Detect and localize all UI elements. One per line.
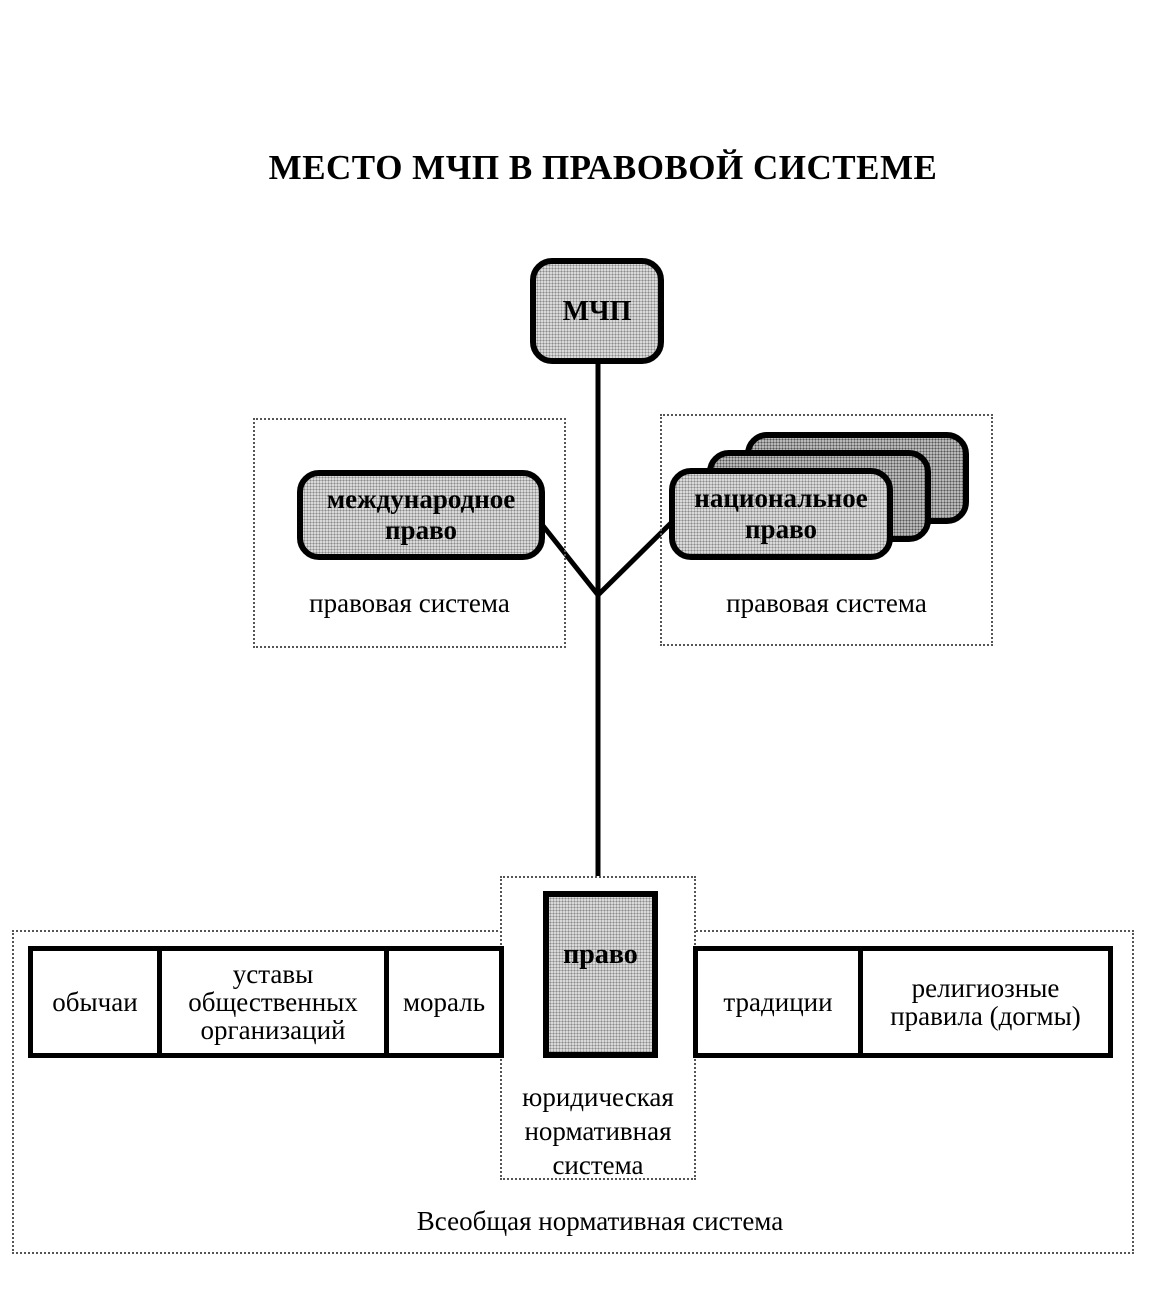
legal-system-left-frame bbox=[253, 418, 566, 648]
legal-system-left-caption: правовая система bbox=[309, 588, 510, 618]
norm-religious-rules: религиозные правила (догмы) bbox=[858, 951, 1108, 1053]
national-law-label: национальное право bbox=[694, 483, 868, 544]
international-law-label: международное право bbox=[326, 484, 516, 545]
pravo-node: право bbox=[543, 891, 658, 1058]
national-law-node: национальное право bbox=[669, 468, 893, 560]
legal-system-right-frame bbox=[660, 414, 993, 646]
legal-system-right-caption: правовая система bbox=[726, 588, 927, 618]
page-title: МЕСТО МЧП В ПРАВОВОЙ СИСТЕМЕ bbox=[268, 148, 938, 187]
left-norms-row: обычаи уставы общественных организаций м… bbox=[28, 946, 504, 1058]
pravo-label: право bbox=[563, 939, 638, 970]
juridical-normative-system-caption: юридическая нормативная система bbox=[522, 1082, 674, 1180]
international-law-node: международное право bbox=[297, 470, 545, 560]
norm-public-org-charters: уставы общественных организаций bbox=[157, 951, 384, 1053]
norm-morality: мораль bbox=[384, 951, 499, 1053]
norm-traditions: традиции bbox=[723, 987, 833, 1017]
universal-normative-system-caption: Всеобщая нормативная система bbox=[416, 1206, 784, 1236]
norm-customs: обычаи bbox=[52, 987, 138, 1017]
branch-left-line bbox=[538, 520, 600, 597]
branch-right-line bbox=[596, 520, 674, 597]
mchp-label: МЧП bbox=[562, 295, 632, 327]
right-norms-row: традиции религиозные правила (догмы) bbox=[693, 946, 1113, 1058]
mchp-node: МЧП bbox=[530, 258, 664, 364]
